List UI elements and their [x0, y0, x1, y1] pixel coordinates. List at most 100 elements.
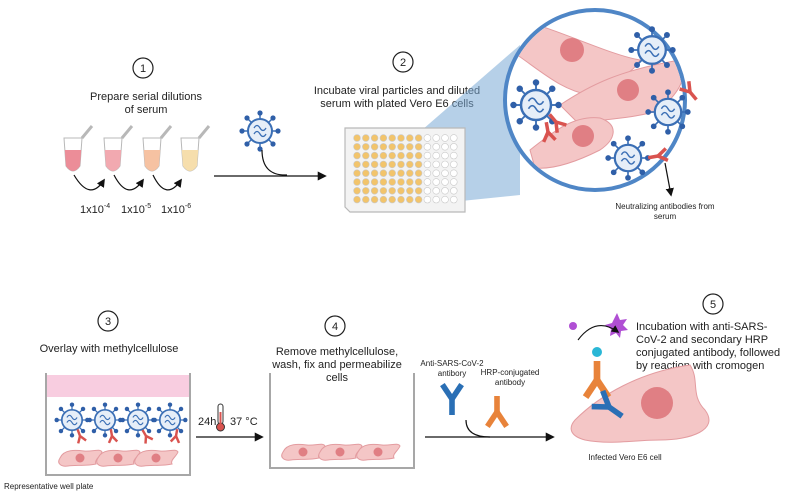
plate-well [450, 151, 458, 160]
plate-well [379, 195, 388, 204]
plate-well [353, 187, 361, 195]
zoom-virus-1-icon [509, 78, 563, 132]
well-cell-2 [96, 449, 141, 467]
plate-well [406, 151, 414, 160]
plate-well [406, 134, 414, 142]
neutralizing-pointer-arrow [664, 162, 674, 197]
anti-sars-label-line1: Anti-SARS-CoV-2 [420, 359, 484, 368]
plate-well [414, 151, 423, 160]
plate-well [397, 178, 405, 186]
plate-well [353, 195, 361, 204]
antibody-connector [465, 419, 491, 438]
step-2-number-circle [392, 51, 414, 73]
plate-well [362, 143, 370, 151]
transfer-arrows [73, 174, 182, 191]
plate-well [423, 195, 432, 204]
step-5-number-circle [702, 293, 724, 315]
step-2: 2 Incubate viral particles and diluted s… [314, 8, 715, 221]
step-2-number: 2 [400, 57, 406, 69]
step-1-title-line1: Prepare serial dilutions [90, 91, 202, 103]
plate-well [379, 134, 388, 142]
well-cell-3 [134, 449, 179, 467]
plate-well [450, 169, 458, 177]
zoom-cell-3-nucleus [572, 125, 594, 147]
plate-well [432, 178, 440, 186]
plate-well [406, 178, 414, 186]
plate-well [362, 187, 370, 195]
well-virus-2-icon [86, 401, 124, 439]
infected-cell-label: Infected Vero E6 cell [588, 453, 662, 462]
hrp-label-line1: HRP-conjugated [481, 368, 540, 377]
zoom-circle [503, 8, 703, 197]
plate-well [423, 178, 432, 186]
plate-well [441, 178, 449, 186]
plate-well [432, 143, 440, 151]
plate-well [432, 187, 440, 195]
plate-well [450, 195, 458, 204]
plate-well [362, 160, 370, 169]
plate-well [397, 187, 405, 195]
plate-well [441, 160, 449, 169]
tube-3 [142, 125, 173, 172]
plate-well [414, 195, 423, 204]
plate-well [414, 187, 423, 195]
plate-well [388, 169, 396, 177]
plate-well [414, 178, 423, 186]
plate-well [432, 169, 440, 177]
step-4: 4 Remove methylcellulose, wash, fix and … [269, 315, 555, 469]
plate-well [441, 143, 449, 151]
step-1-title-line2: of serum [125, 104, 168, 116]
plate-well [432, 134, 440, 142]
step-5-title-line3: conjugated antibody, followed [636, 347, 780, 359]
plate-well [406, 187, 414, 195]
plate-well [379, 143, 388, 151]
step-4-title-line2: wash, fix and permeabilize [271, 359, 402, 371]
step-3-number-circle [97, 310, 119, 332]
dilution-label-1: 1x10-4 [80, 203, 110, 216]
plate-well [423, 134, 432, 142]
plate-well [432, 160, 440, 169]
plate-well [397, 151, 405, 160]
well-plate-label: Representative well plate [4, 482, 94, 491]
plate-well [362, 195, 370, 204]
plate-well [370, 134, 379, 142]
plate-well [370, 195, 379, 204]
step-4-number-circle [324, 315, 346, 337]
plate-well [414, 143, 423, 151]
dilution-label-3: 1x10-6 [161, 203, 191, 216]
plate-well [441, 169, 449, 177]
plate-well [414, 160, 423, 169]
plate-well [397, 134, 405, 142]
incubation-time: 24h [198, 416, 216, 428]
washed-cell-3 [356, 443, 401, 461]
plate-well [379, 160, 388, 169]
washed-cell-2 [318, 443, 363, 461]
plate-well [353, 151, 361, 160]
plate-well [414, 169, 423, 177]
step-5-number: 5 [710, 299, 716, 311]
plate-well [370, 160, 379, 169]
plate-well [388, 160, 396, 169]
zoom-virus-4-icon [604, 134, 652, 182]
neutralizing-label-line2: serum [654, 212, 677, 221]
virus-connector [261, 149, 288, 176]
methylcellulose-layer [47, 375, 189, 397]
tube-4 [180, 125, 211, 172]
plate-well [379, 151, 388, 160]
step-5-title-line1: Incubation with anti-SARS- [636, 321, 768, 333]
plate-well [450, 187, 458, 195]
plate-well [370, 178, 379, 186]
step-4-number: 4 [332, 321, 338, 333]
plate-well [397, 195, 405, 204]
well-cell-1 [58, 449, 103, 467]
plate-well [353, 134, 361, 142]
plate-well [441, 151, 449, 160]
step-3-title: Overlay with methylcellulose [40, 343, 179, 355]
plate-well [450, 134, 458, 142]
step-1-number-circle [132, 57, 154, 79]
plate-well [370, 151, 379, 160]
well-virus-1-icon [53, 401, 91, 439]
plate-well [370, 143, 379, 151]
plate-well [441, 195, 449, 204]
